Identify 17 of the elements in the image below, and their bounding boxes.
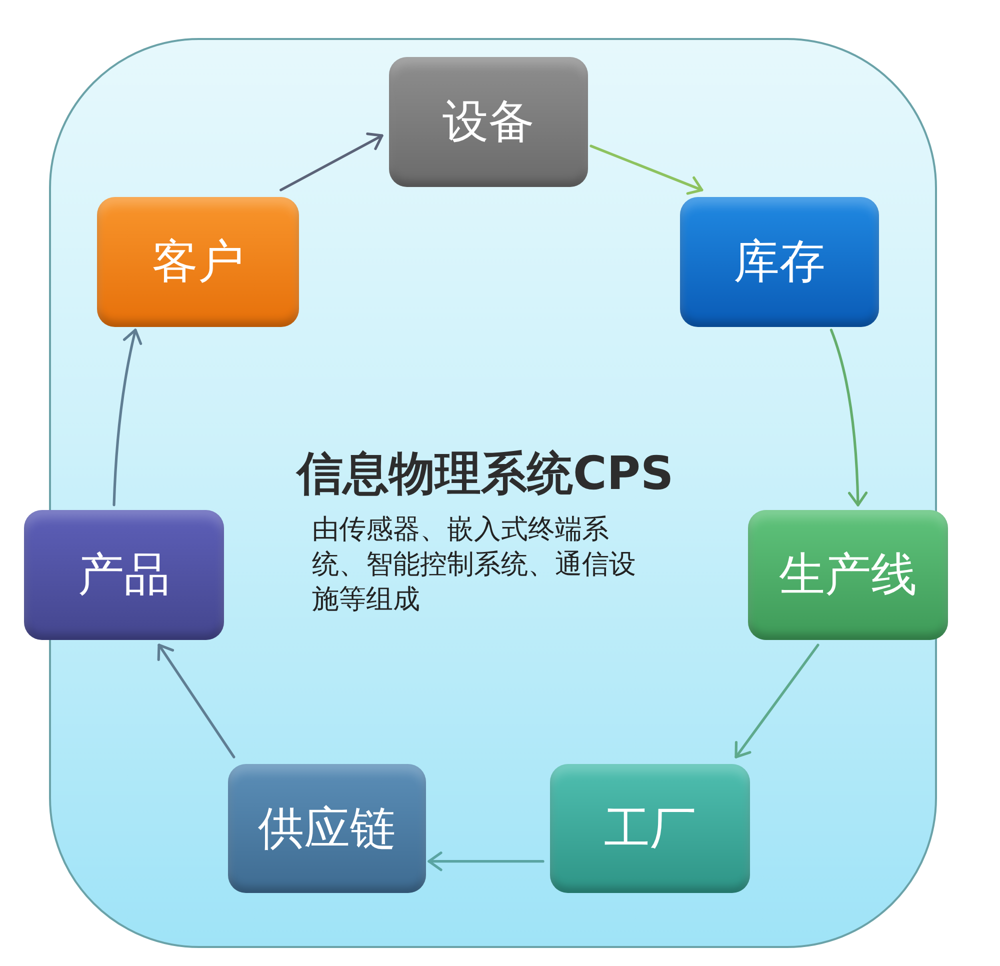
arrow: [590, 144, 704, 195]
process-box: 产品: [24, 510, 224, 640]
arrow: [428, 852, 544, 872]
body-text: 由传感器、嵌入式终端系统、智能控制系统、通信设施等组成: [312, 513, 637, 617]
process-box: 生产线: [748, 510, 948, 640]
heading: 信息物理系统CPS: [297, 445, 674, 501]
process-box: 工厂: [550, 764, 750, 893]
arrow: [157, 644, 236, 758]
process-box: 客户: [97, 197, 299, 327]
process-box: 设备: [389, 57, 588, 187]
arrow: [112, 328, 142, 506]
process-box: 库存: [680, 197, 879, 327]
rounded-panel: [49, 38, 937, 948]
arrow: [280, 132, 384, 192]
arrow: [830, 328, 868, 506]
process-box: 供应链: [228, 764, 426, 893]
arrow: [734, 644, 820, 758]
